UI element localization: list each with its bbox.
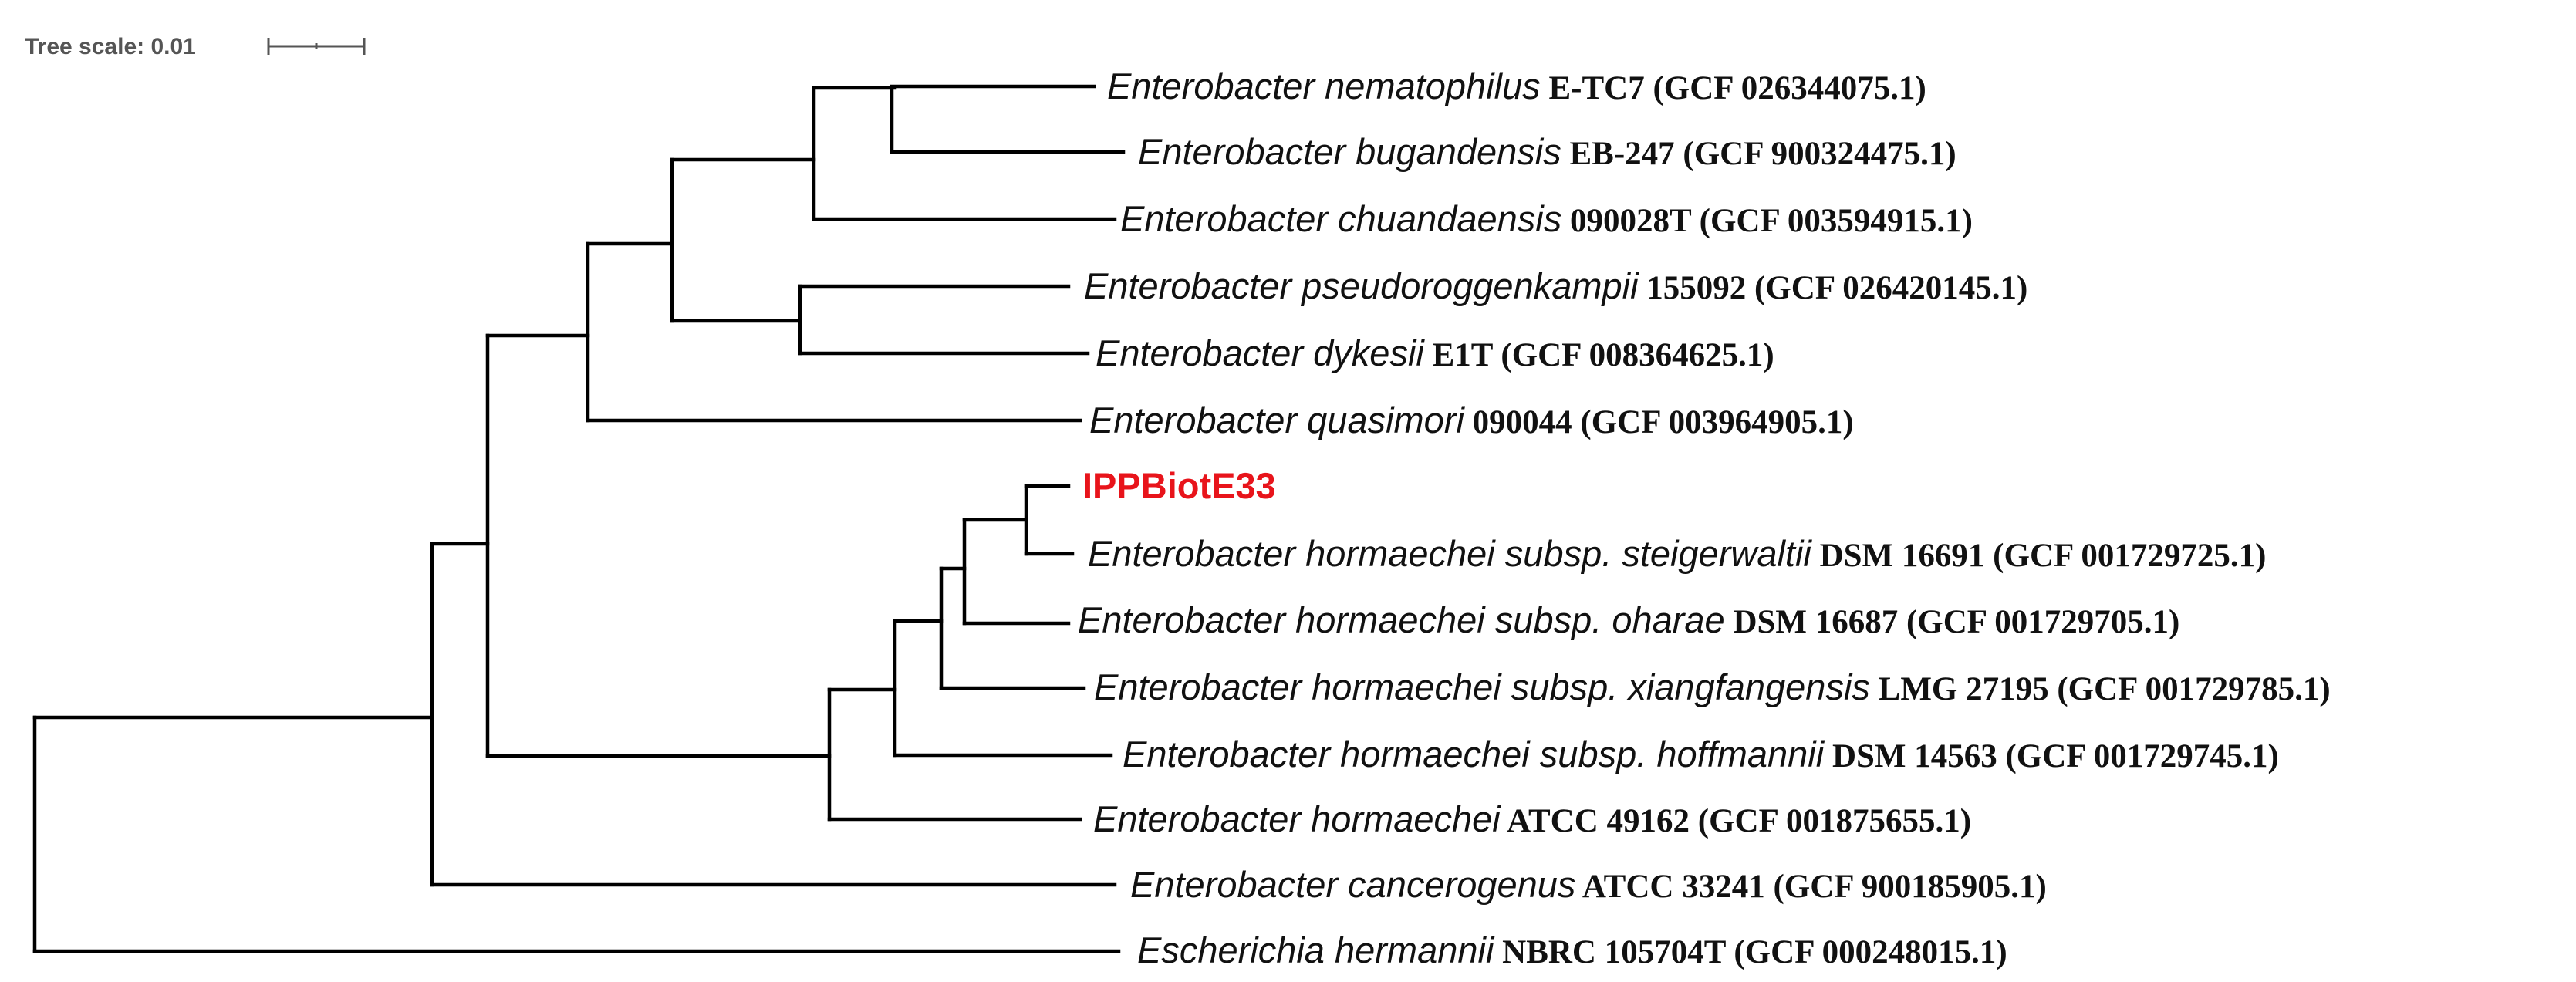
leaf-species-name: Enterobacter hormaechei subsp. steigerwa… xyxy=(1088,533,1812,574)
branch-nematophilus xyxy=(890,84,1096,90)
tree-scale: Tree scale: 0.01 xyxy=(25,34,366,59)
leaf-label: Enterobacter pseudoroggenkampii 155092 (… xyxy=(1084,265,2027,306)
leaf-label: Enterobacter bugandensis EB-247 (GCF 900… xyxy=(1138,131,1956,172)
tree-scale-label: Tree scale: 0.01 xyxy=(25,34,196,59)
leaf-strain-accession: ATCC 33241 (GCF 900185905.1) xyxy=(1575,869,2046,905)
leaf-strain-accession: DSM 16691 (GCF 001729725.1) xyxy=(1811,538,2267,574)
leaf-label: Enterobacter dykesii E1T (GCF 008364625.… xyxy=(1096,332,1774,373)
leaf-strain-accession: E1T (GCF 008364625.1) xyxy=(1424,337,1774,373)
leaf-species-name: Enterobacter quasimori xyxy=(1089,400,1465,440)
leaf-strain-accession: LMG 27195 (GCF 001729785.1) xyxy=(1870,671,2331,707)
leaf-label: Enterobacter cancerogenus ATCC 33241 (GC… xyxy=(1130,864,2047,905)
leaf-strain-accession: 155092 (GCF 026420145.1) xyxy=(1639,270,2028,306)
leaf-strain-accession: DSM 16687 (GCF 001729705.1) xyxy=(1725,604,2180,640)
leaf-species-name: Enterobacter nematophilus xyxy=(1107,66,1541,106)
tree-branches xyxy=(32,84,1126,953)
leaf-strain-accession: 090044 (GCF 003964905.1) xyxy=(1464,404,1854,440)
leaf-label: Escherichia hermannii NBRC 105704T (GCF … xyxy=(1137,930,2007,970)
leaf-species-name: Enterobacter hormaechei subsp. xiangfang… xyxy=(1094,666,1870,707)
leaf-species-name: Enterobacter cancerogenus xyxy=(1130,864,1575,905)
leaf-species-name: Enterobacter dykesii xyxy=(1096,332,1425,373)
leaf-species-name: Enterobacter pseudoroggenkampii xyxy=(1084,265,1639,306)
leaf-label: Enterobacter hormaechei subsp. xiangfang… xyxy=(1094,666,2331,707)
leaf-label: Enterobacter hormaechei subsp. oharae DS… xyxy=(1078,599,2179,640)
leaf-strain-accession: DSM 14563 (GCF 001729745.1) xyxy=(1824,738,2279,774)
leaf-species-name: Enterobacter bugandensis xyxy=(1138,131,1561,172)
leaf-strain-accession: ATCC 49162 (GCF 001875655.1) xyxy=(1501,803,1971,839)
leaf-strain-accession: 090028T (GCF 003594915.1) xyxy=(1561,203,1973,239)
leaf-strain-accession: E-TC7 (GCF 026344075.1) xyxy=(1541,70,1926,106)
leaf-labels: Enterobacter nematophilus E-TC7 (GCF 026… xyxy=(1078,66,2331,970)
tree-scale-bar xyxy=(267,38,366,55)
leaf-label: Enterobacter hormaechei subsp. hoffmanni… xyxy=(1123,734,2279,774)
leaf-strain-accession: EB-247 (GCF 900324475.1) xyxy=(1561,136,1956,172)
leaf-species-name: Enterobacter hormaechei subsp. hoffmanni… xyxy=(1123,734,1825,774)
leaf-label: Enterobacter chuandaensis 090028T (GCF 0… xyxy=(1120,198,1973,239)
leaf-species-name: Enterobacter hormaechei subsp. oharae xyxy=(1078,599,1725,640)
leaf-species-name: Escherichia hermannii xyxy=(1137,930,1495,970)
leaf-species-name: IPPBiotE33 xyxy=(1082,465,1276,506)
leaf-label: IPPBiotE33 xyxy=(1082,465,1276,506)
leaf-label: Enterobacter nematophilus E-TC7 (GCF 026… xyxy=(1107,66,1926,106)
leaf-label: Enterobacter hormaechei subsp. steigerwa… xyxy=(1088,533,2267,574)
leaf-strain-accession: NBRC 105704T (GCF 000248015.1) xyxy=(1494,934,2007,970)
leaf-species-name: Enterobacter hormaechei xyxy=(1093,798,1501,839)
leaf-label: Enterobacter hormaechei ATCC 49162 (GCF … xyxy=(1093,798,1971,839)
leaf-label: Enterobacter quasimori 090044 (GCF 00396… xyxy=(1089,400,1854,440)
leaf-species-name: Enterobacter chuandaensis xyxy=(1120,198,1561,239)
